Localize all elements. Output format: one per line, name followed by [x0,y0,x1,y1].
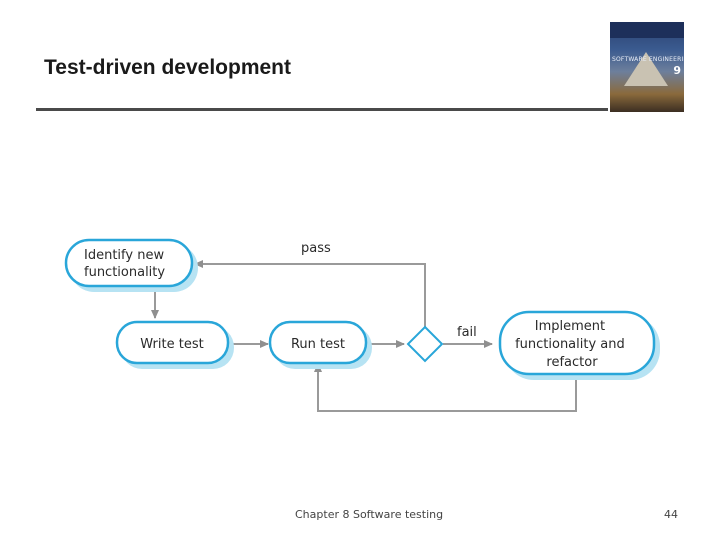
node-run-test: Run test [268,320,372,369]
connectors [151,260,577,412]
book-cover-image: SOFTWARE ENGINEERING 9 [610,22,684,112]
footer-chapter: Chapter 8 Software testing [295,508,444,521]
edge-label-fail: fail [457,325,477,340]
edge-implement-to-run [314,363,577,412]
page-number: 44 [664,508,678,521]
node-implement-label: Implement functionality and refactor [515,319,629,370]
node-identify-new-functionality: Identify new functionality [64,238,198,292]
node-implement-functionality: Implement functionality and refactor [498,310,660,380]
cover-band [610,22,684,38]
node-write-test: Write test [115,320,234,369]
node-implement-line-1: Implement [535,319,605,334]
decision-diamond [406,325,444,363]
cover-mountain [624,52,668,86]
node-run-label: Run test [291,337,345,352]
title-divider [36,108,608,111]
slide-title: Test-driven development [44,56,291,79]
cover-title: SOFTWARE ENGINEERING [612,56,684,63]
edge-label-pass: pass [301,241,331,256]
node-identify-line-2: functionality [84,265,165,280]
node-implement-line-3: refactor [546,355,598,370]
node-identify-line-1: Identify new [84,248,164,263]
edge-pass-to-identify [194,260,426,327]
node-implement-line-2: functionality and [515,337,625,352]
cover-edition: 9 [673,64,681,77]
node-write-label: Write test [140,337,203,352]
node-identify-label: Identify new functionality [84,248,168,280]
